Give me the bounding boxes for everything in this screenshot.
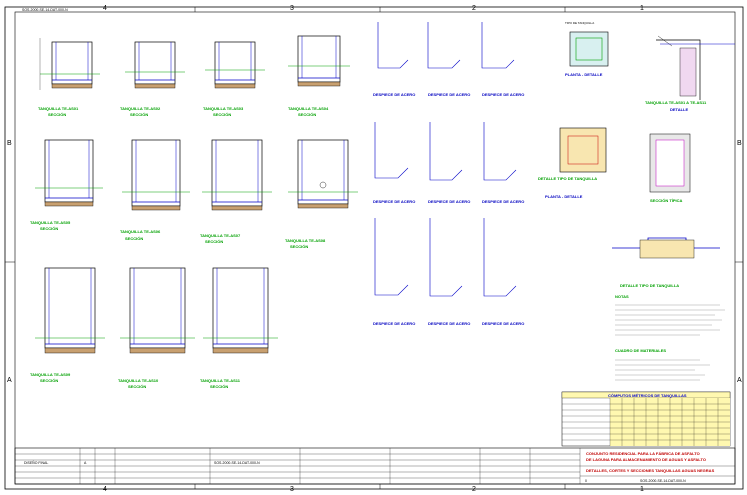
- sheet-number: SOS-2000-SE-14-DAT-000-N: [640, 479, 686, 483]
- steel-detail-labels: DESPIECE DE ACERO DESPIECE DE ACERO DESP…: [373, 92, 524, 326]
- revision-label: DISEÑO FINAL: [24, 460, 48, 465]
- sections-row-3: TANQUILLA TE-AS09 SECCIÓN TANQUILLA TE-A…: [30, 267, 278, 389]
- cuadro-materiales: CUADRO DE MATERIALES: [615, 348, 710, 381]
- section-title: TANQUILLA TE-AS06: [120, 229, 161, 234]
- tipo-tanquilla-plan: TIPO DE TANQUILLA PLANTA - DETALLE: [565, 21, 609, 77]
- section-subtitle: SECCIÓN: [40, 378, 58, 383]
- notas-title: NOTAS: [615, 294, 629, 299]
- col-num-2-top: 2: [472, 5, 476, 12]
- section-te-as10: TANQUILLA TE-AS10 SECCIÓN: [118, 267, 195, 389]
- revision-code: 0: [585, 479, 587, 483]
- section-title: TANQUILLA TE-AS02: [120, 106, 161, 111]
- section-subtitle: SECCIÓN: [205, 239, 223, 244]
- col-num-1-top: 1: [640, 5, 644, 12]
- row-letters: B A B A: [7, 140, 742, 384]
- section-title: TANQUILLA TE-AS01: [38, 106, 79, 111]
- materiales-title: CUADRO DE MATERIALES: [615, 348, 666, 353]
- section-title: TANQUILLA TE-AS10: [118, 378, 159, 383]
- section-title: TANQUILLA TE-AS11: [200, 378, 241, 383]
- sections-row-2: TANQUILLA TE-AS05 SECCIÓN TANQUILLA TE-A…: [30, 139, 358, 249]
- section-subtitle: SECCIÓN: [128, 384, 146, 389]
- section-te-as05: TANQUILLA TE-AS05 SECCIÓN: [30, 139, 103, 231]
- column-numbers-bottom: 4 3 2 1: [103, 486, 644, 493]
- notas: NOTAS: [615, 294, 725, 336]
- col-num-2-bottom: 2: [472, 486, 476, 493]
- section-title: TANQUILLA TE-AS07: [200, 233, 241, 238]
- section-subtitle: SECCIÓN: [290, 244, 308, 249]
- col-num-3-bottom: 3: [290, 486, 294, 493]
- section-te-as09: TANQUILLA TE-AS09 SECCIÓN: [30, 267, 105, 383]
- row-letter-a-left: A: [7, 377, 12, 384]
- row-letter-a-right: A: [737, 377, 742, 384]
- section-subtitle: SECCIÓN: [210, 384, 228, 389]
- steel-label: DESPIECE DE ACERO: [373, 321, 415, 326]
- title-block: DISEÑO FINAL A SOS-2000-SE-14-DAT-000-N …: [14, 447, 736, 485]
- col-num-1-bottom: 1: [640, 486, 644, 493]
- col-num-4-bottom: 4: [103, 486, 107, 493]
- section-te-as02: TANQUILLA TE-AS02 SECCIÓN: [120, 41, 185, 117]
- detail-title: TANQUILLA TE-AS01 A TE-AS11: [645, 100, 707, 105]
- tipo-tanquilla-plan-2: DETALLE TIPO DE TANQUILLA PLANTA - DETAL…: [538, 127, 607, 199]
- detail-title: SECCIÓN TÍPICA: [650, 198, 683, 203]
- project-title: CONJUNTO RESIDENCIAL PARA LA FÁBRICA DE …: [586, 451, 700, 456]
- project-title-2: DE LAGUNA PARA ALMACENAMIENTO DE AGUAS Y…: [586, 457, 706, 462]
- top-left-code: SOS-2000-SE-14-DAT-000-N: [22, 8, 68, 12]
- section-title: TANQUILLA TE-AS04: [288, 106, 329, 111]
- sheet-border: [4, 6, 744, 490]
- revision-letter: A: [84, 461, 87, 465]
- section-subtitle: SECCIÓN: [130, 112, 148, 117]
- section-te-as06: TANQUILLA TE-AS06 SECCIÓN: [120, 139, 190, 241]
- section-title: TANQUILLA TE-AS05: [30, 220, 71, 225]
- steel-label: DESPIECE DE ACERO: [373, 92, 415, 97]
- section-te-as07: TANQUILLA TE-AS07 SECCIÓN: [200, 139, 272, 244]
- detail-title: PLANTA - DETALLE: [565, 72, 603, 77]
- section-te-as11: TANQUILLA TE-AS11 SECCIÓN: [200, 267, 278, 389]
- section-title: TANQUILLA TE-AS08: [285, 238, 326, 243]
- steel-details: [374, 22, 517, 297]
- section-te-as01: TANQUILLA TE-AS01 SECCIÓN: [38, 38, 100, 117]
- steel-label: DESPIECE DE ACERO: [482, 92, 524, 97]
- row-letter-b-left: B: [7, 140, 12, 147]
- steel-label: DESPIECE DE ACERO: [482, 199, 524, 204]
- steel-label: DESPIECE DE ACERO: [373, 199, 415, 204]
- quantities-table: CÓMPUTOS MÉTRICOS DE TANQUILLAS: [561, 391, 731, 447]
- section-te-as08: TANQUILLA TE-AS08 SECCIÓN: [285, 139, 358, 249]
- steel-label: DESPIECE DE ACERO: [482, 321, 524, 326]
- column-numbers-top: 4 3 2 1: [103, 5, 644, 12]
- detail-right-top: TANQUILLA TE-AS01 A TE-AS11 DETALLE: [645, 35, 735, 112]
- detail-title: TIPO DE TANQUILLA: [565, 21, 594, 25]
- section-subtitle: SECCIÓN: [48, 112, 66, 117]
- detail-title: DETALLE: [670, 107, 688, 112]
- section-title: TANQUILLA TE-AS09: [30, 372, 71, 377]
- detalle-tipo-tanquilla: DETALLE TIPO DE TANQUILLA: [612, 237, 720, 288]
- row-letter-b-right: B: [737, 140, 742, 147]
- section-subtitle: SECCIÓN: [40, 226, 58, 231]
- section-title: TANQUILLA TE-AS03: [203, 106, 244, 111]
- section-subtitle: SECCIÓN: [298, 112, 316, 117]
- detail-title: DETALLE TIPO DE TANQUILLA: [538, 176, 597, 181]
- section-subtitle: SECCIÓN: [125, 236, 143, 241]
- section-te-as03: TANQUILLA TE-AS03 SECCIÓN: [203, 41, 265, 117]
- sections-row-1: TANQUILLA TE-AS01 SECCIÓN TANQUILLA TE-A…: [38, 35, 350, 117]
- detail-title: DETALLE TIPO DE TANQUILLA: [620, 283, 679, 288]
- steel-label: DESPIECE DE ACERO: [428, 321, 470, 326]
- table-title: CÓMPUTOS MÉTRICOS DE TANQUILLAS: [608, 393, 687, 398]
- section-subtitle: SECCIÓN: [213, 112, 231, 117]
- col-num-3-top: 3: [290, 5, 294, 12]
- seccion-tipica: SECCIÓN TÍPICA: [649, 133, 691, 203]
- col-num-4-top: 4: [103, 5, 107, 12]
- steel-label: DESPIECE DE ACERO: [428, 92, 470, 97]
- steel-label: DESPIECE DE ACERO: [428, 199, 470, 204]
- drawing-title: DETALLES, CORTES Y SECCIONES TANQUILLAS …: [586, 468, 715, 473]
- detail-title: PLANTA - DETALLE: [545, 194, 583, 199]
- drawing-code: SOS-2000-SE-14-DAT-000-N: [214, 461, 260, 465]
- section-te-as04: TANQUILLA TE-AS04 SECCIÓN: [288, 35, 350, 117]
